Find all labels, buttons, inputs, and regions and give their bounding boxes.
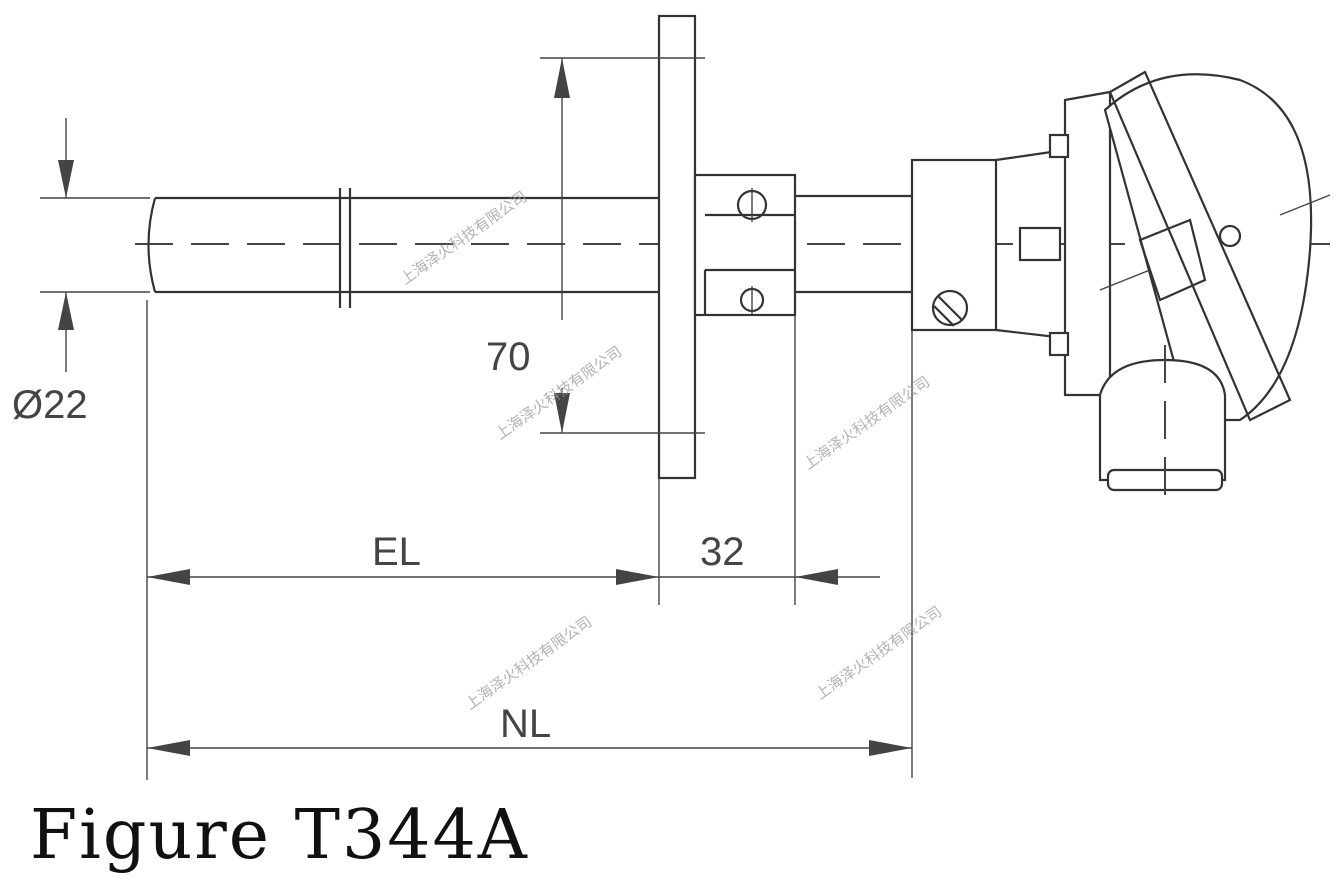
watermark: 上海泽火科技有限公司 [800,372,933,473]
head-socket [910,148,1066,340]
probe-tube [147,188,662,308]
el-label: EL [372,530,421,574]
flange-height-dimension [540,57,705,434]
watermark: 上海泽火科技有限公司 [397,187,530,288]
flange-height-label: 70 [486,335,531,379]
nl-dimension [147,330,913,778]
connection-head [1018,70,1331,505]
compression-fitting [693,173,797,317]
extension-label: 32 [700,530,745,574]
flange-plate [657,14,697,480]
el-dimension [146,300,880,780]
diameter-dimension [40,118,150,372]
watermark: 上海泽火科技有限公司 [812,602,945,703]
watermark: 上海泽火科技有限公司 [462,612,595,713]
diameter-label: Ø22 [12,383,88,427]
figure-caption: Figure T344A [30,796,529,875]
neck-tube [795,194,912,294]
nl-label: NL [500,702,551,746]
